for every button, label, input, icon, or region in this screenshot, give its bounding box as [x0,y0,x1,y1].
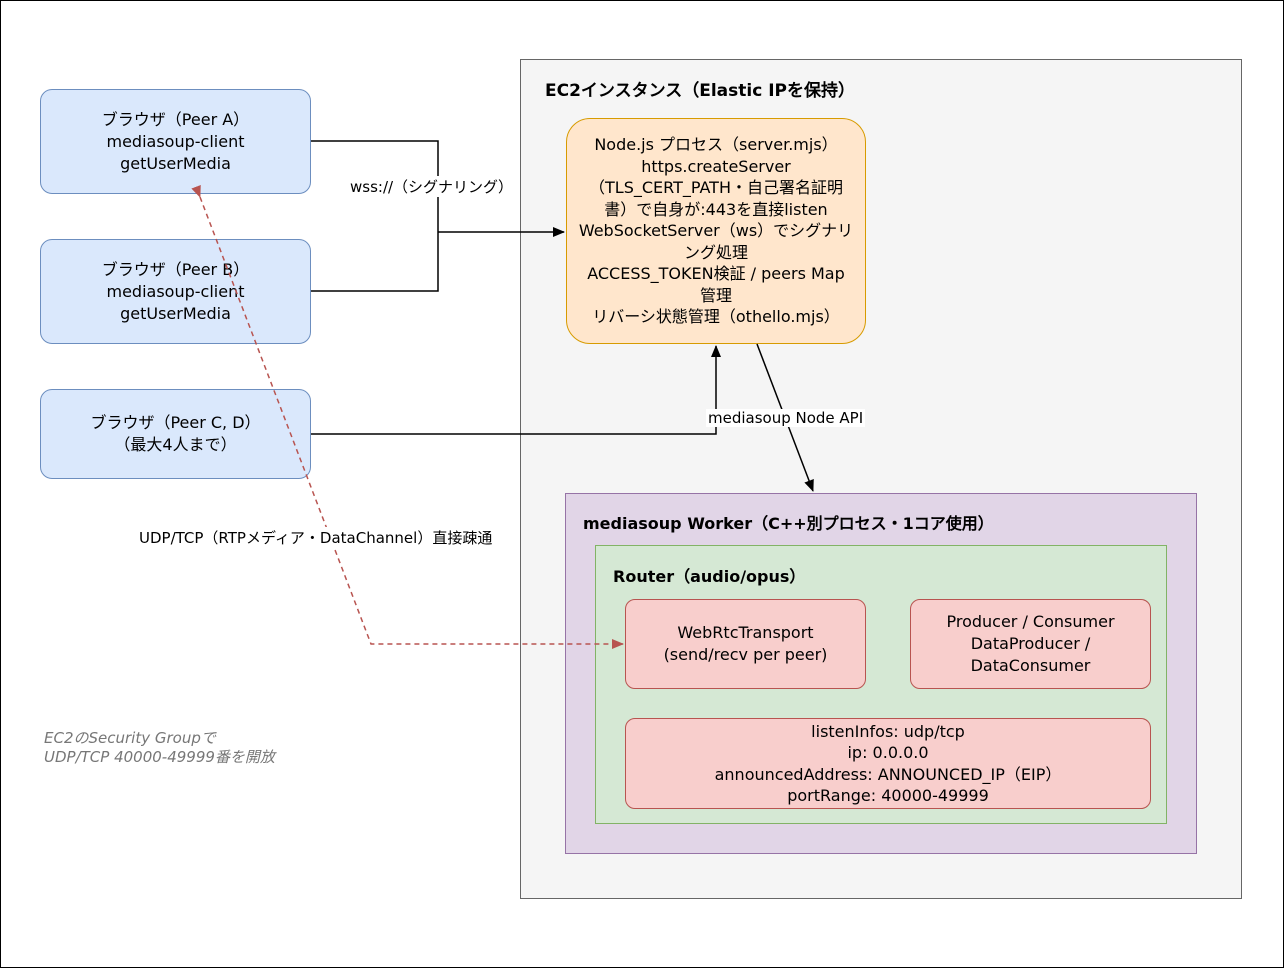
browser-peer-a-line: mediasoup-client [106,131,245,151]
producer-consumer-line: DataConsumer [970,656,1091,675]
node-process-line: 書）で自身が:443を直接listen [604,199,828,219]
edge-peer-cd-to-node [311,345,721,435]
router-title: Router（audio/opus） [613,567,806,586]
producer-consumer-line: Producer / Consumer [946,612,1115,631]
edge-label-mediasoup-api: mediasoup Node API [706,409,866,427]
node-process-line: ング処理 [683,242,748,262]
listen-infos-line: listenInfos: udp/tcp [811,721,965,741]
node-process-line: （TLS_CERT_PATH・自己署名証明 [589,178,843,198]
listen-infos-line: portRange: 40000-49999 [787,786,989,805]
listen-infos-line: ip: 0.0.0.0 [847,743,929,762]
node-process-line: リバーシ状態管理（othello.mjs） [592,307,840,327]
browser-peer-a: ブラウザ（Peer A） mediasoup-client getUserMed… [40,89,311,194]
edge-udp-direct [191,184,624,649]
webrtc-transport-line: (send/recv per peer) [663,645,828,664]
browser-peer-a-line: getUserMedia [120,153,231,173]
edge-label-wss: wss://（シグナリング） [348,176,516,197]
webrtc-transport-box: WebRtcTransport (send/recv per peer) [625,599,866,689]
browser-peer-a-line: ブラウザ（Peer A） [101,109,250,129]
node-process-line: https.createServer [641,156,791,176]
edge-label-udp-tcp: UDP/TCP（RTPメディア・DataChannel）直接疎通 [137,527,495,548]
listen-infos-box: listenInfos: udp/tcp ip: 0.0.0.0 announc… [625,718,1151,809]
node-process-line: 管理 [699,285,732,305]
ec2-instance-title: EC2インスタンス（Elastic IPを保持） [545,81,856,101]
security-group-note-line: EC2のSecurity Groupで [44,729,216,747]
security-group-note-line: UDP/TCP 40000-49999番を開放 [44,748,275,766]
node-process-line: WebSocketServer（ws）でシグナリ [578,221,854,241]
node-process-line: ACCESS_TOKEN検証 / peers Map [587,264,845,284]
webrtc-transport-line: WebRtcTransport [677,623,814,642]
producer-consumer-line: DataProducer / [970,634,1091,653]
security-group-note: EC2のSecurity Groupで UDP/TCP 40000-49999番… [44,729,275,767]
edge-peer-b-to-merge [311,232,439,292]
node-process-line: Node.js プロセス（server.mjs） [594,135,838,155]
listen-infos-line: announcedAddress: ANNOUNCED_IP（EIP） [714,764,1062,784]
mediasoup-worker-title: mediasoup Worker（C++別プロセス・1コア使用） [583,514,994,533]
producer-consumer-box: Producer / Consumer DataProducer / DataC… [910,599,1151,689]
